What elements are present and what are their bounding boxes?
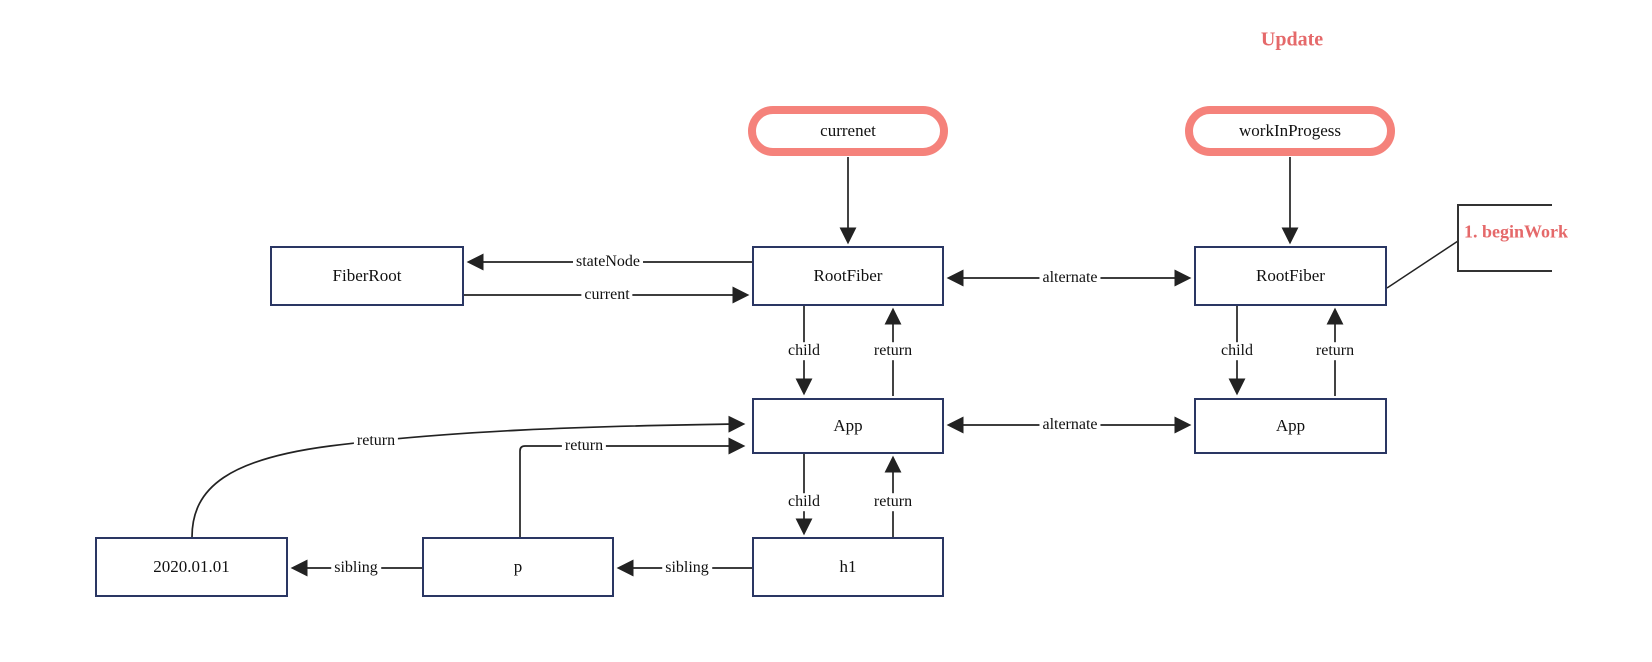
node-h1: h1 [752, 537, 944, 597]
node-app-current: App [752, 398, 944, 454]
edge-label-return-left1: return [870, 342, 916, 360]
beginwork-connector-line [1386, 240, 1459, 289]
node-app-wip: App [1194, 398, 1387, 454]
node-label: RootFiber [813, 266, 883, 285]
pointer-label: workInProgess [1239, 121, 1341, 140]
pointer-pill-current: currenet [748, 106, 948, 156]
edge-label-alternate-rootfiber: alternate [1039, 269, 1101, 287]
edge-label-child-right1: child [1218, 342, 1256, 360]
edge-label-return-p-app: return [561, 437, 607, 455]
edge-label-child-left1: child [785, 342, 823, 360]
edge-label-child-left2: child [785, 493, 823, 511]
node-label: 2020.01.01 [153, 557, 230, 576]
beginwork-annotation: 1. beginWork [1464, 221, 1569, 242]
edge-label-statenode: stateNode [573, 253, 643, 271]
edge-label-return-right1: return [1312, 342, 1358, 360]
edge-label-sibling-p-date: sibling [331, 559, 381, 577]
node-fiber-root: FiberRoot [270, 246, 464, 306]
edge-label-sibling-h1-p: sibling [662, 559, 712, 577]
node-label: h1 [839, 557, 857, 576]
node-label: RootFiber [1256, 266, 1325, 285]
node-label: App [833, 416, 863, 435]
update-annotation: Update [1260, 28, 1324, 51]
node-label: App [1275, 416, 1306, 435]
edge-label-return-left2: return [870, 493, 916, 511]
edge-label-alternate-app: alternate [1039, 416, 1101, 434]
node-p: p [422, 537, 614, 597]
node-date: 2020.01.01 [95, 537, 288, 597]
pointer-label: currenet [820, 121, 876, 140]
pointer-pill-work-in-progress: workInProgess [1185, 106, 1395, 156]
node-root-fiber-current: RootFiber [752, 246, 944, 306]
edge-return-date-app-curve [191, 415, 746, 538]
edge-return-p-app-elbow [519, 437, 746, 537]
node-root-fiber-wip: RootFiber [1194, 246, 1387, 306]
node-label: FiberRoot [332, 266, 402, 285]
edge-label-return-date-app: return [353, 432, 399, 450]
edge-label-current: current [581, 286, 633, 304]
node-label: p [513, 557, 523, 576]
beginwork-bracket [1457, 204, 1552, 272]
